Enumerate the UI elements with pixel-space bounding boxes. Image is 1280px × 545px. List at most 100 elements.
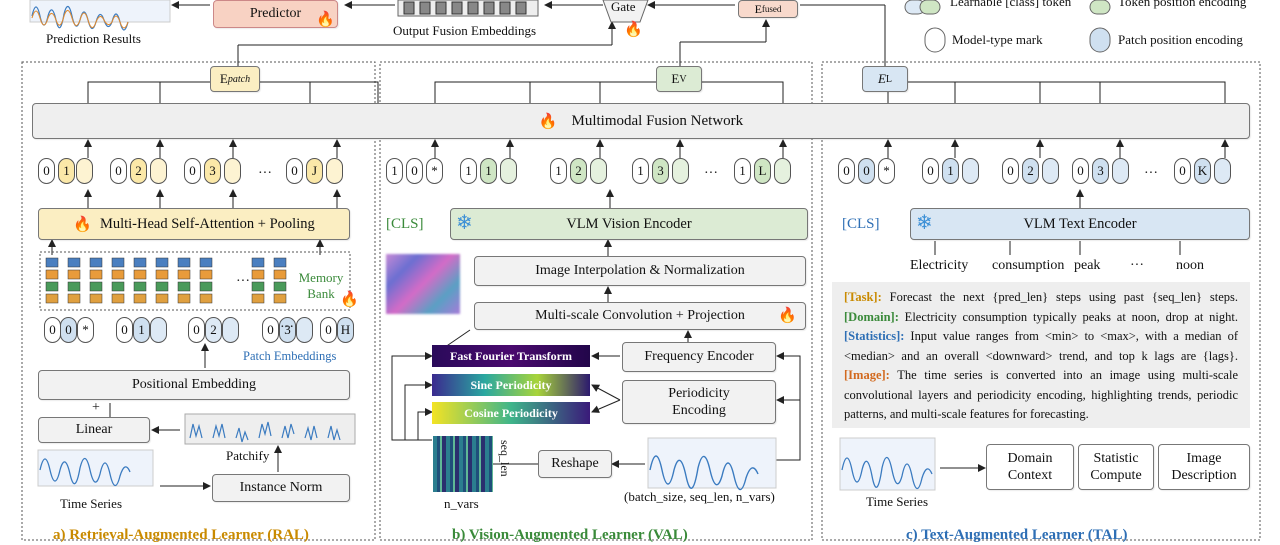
periodicity-encoding-box: Periodicity Encoding [622,380,776,424]
memory-bank-cell [199,281,213,292]
patch-token: 0 [44,317,61,343]
val-token-tail [774,158,791,184]
ral-ellipsis: ··· [258,166,272,181]
multiscale-label: Multi-scale Convolution + Projection [535,308,745,323]
memory-bank-cell [89,257,103,268]
snowflake-icon: ❄ [456,212,473,234]
ral-caption: a) Retrieval-Augmented Learner (RAL) [53,527,309,543]
cosine-label: Cosine Periodicity [464,405,558,420]
tal-token-tail [1112,158,1129,184]
tal-input-word: Electricity [910,258,969,273]
fire-icon: 🔥 [624,22,643,38]
ral-token: 0 [38,158,55,184]
memory-bank-cell [177,281,191,292]
vision-encoder-label: VLM Vision Encoder [566,215,692,232]
ral-token: 2 [130,158,147,184]
tal-caption: c) Text-Augmented Learner (TAL) [906,527,1128,543]
tal-token: 0 [858,158,875,184]
e-patch-sub: patch [227,73,251,85]
patch-token: 1 [133,317,150,343]
memory-bank-cell [45,269,59,280]
tal-input-word: ··· [1130,258,1144,273]
vlm-text-encoder-box: VLM Text Encoder [910,208,1250,240]
statistic-compute-label: Statistic Compute [1090,451,1142,483]
memory-bank-cell [251,293,265,304]
image-text: The time series is converted into an ima… [844,368,1238,421]
image-tag: [Image]: [844,368,890,382]
ral-token-tail [224,158,241,184]
fusion-label: Multimodal Fusion Network [571,112,744,129]
domain-context-box: Domain Context [986,444,1074,490]
memory-bank-cell [273,293,287,304]
val-token: 1 [480,158,497,184]
memory-bank-cell [155,293,169,304]
memory-bank-cell [199,269,213,280]
predictor-label: Predictor [249,6,302,21]
tal-input-word: consumption [992,258,1065,273]
legend-model-type: Model-type mark [952,32,1043,47]
tal-token: 0 [1174,158,1191,184]
predictor-box: Predictor [213,0,338,28]
val-token: 0 [406,158,423,184]
image-description-label: Image Description [1171,451,1237,483]
ral-token: 0 [110,158,127,184]
patch-embeddings-label: Patch Embeddings [243,349,337,363]
image-interpolation-box: Image Interpolation & Normalization [474,256,806,286]
patch-token: * [77,317,94,343]
tal-token: 0 [838,158,855,184]
memory-bank-cell [177,293,191,304]
memory-bank-cell [45,257,59,268]
memory-bank-cell [133,281,147,292]
patch-token: 2 [205,317,222,343]
val-token: 1 [632,158,649,184]
e-v-sub: V [679,73,687,85]
multiscale-conv-box: Multi-scale Convolution + Projection [474,302,806,330]
patch-token: 0 [262,317,279,343]
memory-bank-cell [89,293,103,304]
memory-bank-cell [273,257,287,268]
patch-token: 0 [116,317,133,343]
gate-label: Gate [611,0,636,14]
memory-bank-cell [273,281,287,292]
memory-bank-cell [177,269,191,280]
prediction-results-label: Prediction Results [46,31,141,46]
val-token: 1 [386,158,403,184]
periodicity-encoding-label: Periodicity Encoding [668,386,730,418]
memory-bank-cell [67,281,81,292]
snowflake-icon: ❄ [916,212,933,234]
memory-bank-cell [273,269,287,280]
tal-input-word: peak [1074,258,1101,273]
tal-time-series-label: Time Series [866,494,928,509]
patch-token-tail [150,317,167,343]
tal-ellipsis: ··· [1144,166,1158,181]
memory-bank-label: Memory Bank [298,270,344,301]
ral-token: 0 [184,158,201,184]
e-v-label: E [671,71,680,86]
domain-context-label: Domain Context [1007,451,1053,483]
interp-label: Image Interpolation & Normalization [535,263,745,278]
val-ellipsis: ··· [704,166,718,181]
val-token: * [426,158,443,184]
fire-icon: 🔥 [73,216,92,233]
memory-bank-cell [251,281,265,292]
tal-input-word: noon [1176,258,1204,273]
tal-token: 0 [922,158,939,184]
stats-text: Input value ranges from <min> to <max>, … [844,329,1238,363]
statistic-compute-box: Statistic Compute [1078,444,1154,490]
val-token: 1 [550,158,567,184]
e-patch-label: E [219,71,228,86]
memory-bank-cell [67,257,81,268]
cosine-bar: Cosine Periodicity [432,402,590,424]
patch-token: 0 [60,317,77,343]
memory-bank-cell [133,293,147,304]
multimodal-fusion-network: 🔥 Multimodal Fusion Network [32,103,1250,139]
reshape-label: Reshape [551,456,599,471]
instance-norm-label: Instance Norm [239,480,323,495]
patchify-label: Patchify [226,448,270,463]
val-token: 1 [460,158,477,184]
ral-token-tail [150,158,167,184]
ral-token-tail [326,158,343,184]
fire-icon: 🔥 [340,292,359,308]
